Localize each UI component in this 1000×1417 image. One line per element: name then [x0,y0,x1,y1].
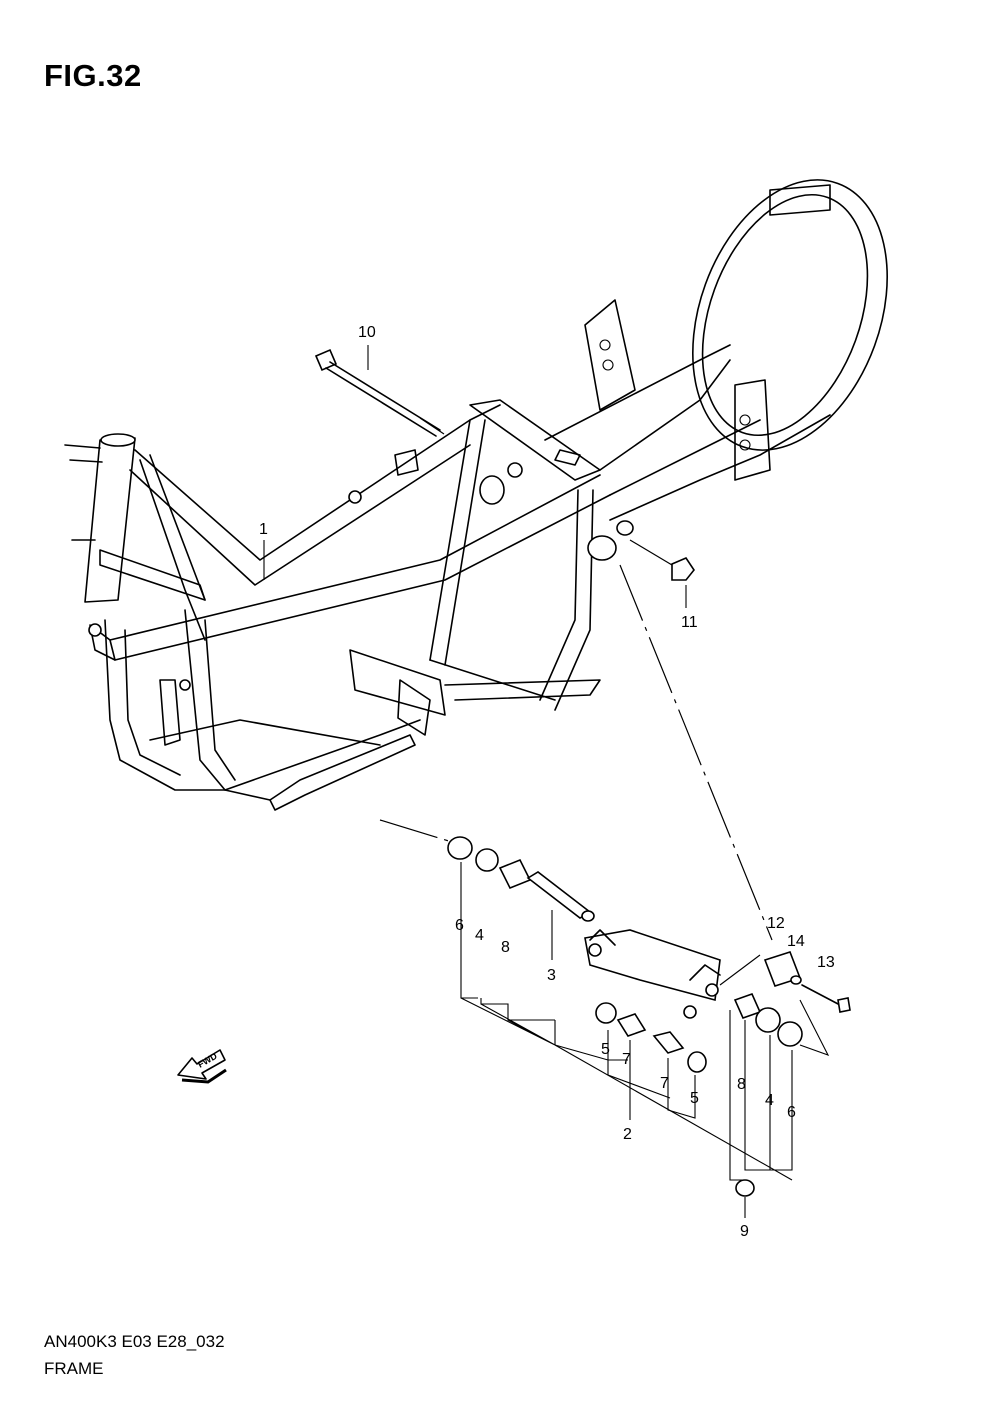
fwd-arrow-icon: FWD [177,1049,227,1084]
callout-7-left: 7 [622,1051,631,1068]
callout-13: 13 [817,954,835,971]
callout-labels: 1 10 11 6 4 8 3 12 14 13 5 7 7 5 8 4 6 2… [259,324,835,1240]
callout-6-left: 6 [455,917,464,934]
main-frame [64,179,888,811]
callout-6-right: 6 [787,1104,796,1121]
callout-4-left: 4 [475,927,484,944]
callout-1: 1 [259,521,268,538]
callout-11: 11 [681,614,698,631]
callout-3: 3 [547,967,556,984]
callout-9: 9 [740,1223,749,1240]
callout-8-right: 8 [737,1076,746,1093]
callout-5-right: 5 [690,1090,699,1107]
figure-title: FIG.32 [44,58,142,93]
callout-14: 14 [787,933,805,950]
frame-nut [629,539,695,581]
callout-10: 10 [358,324,376,341]
diagram-code: AN400K3 E03 E28_032 [44,1332,225,1351]
callout-5-left: 5 [601,1041,610,1058]
diagram-name: FRAME [44,1359,104,1378]
callout-7-right: 7 [660,1075,669,1092]
engine-mount-assembly [379,564,851,1218]
callout-4-right: 4 [765,1092,774,1109]
frame-bolt [314,345,445,437]
callout-12: 12 [767,915,785,932]
callout-2: 2 [623,1126,632,1143]
callout-8-left: 8 [501,939,510,956]
